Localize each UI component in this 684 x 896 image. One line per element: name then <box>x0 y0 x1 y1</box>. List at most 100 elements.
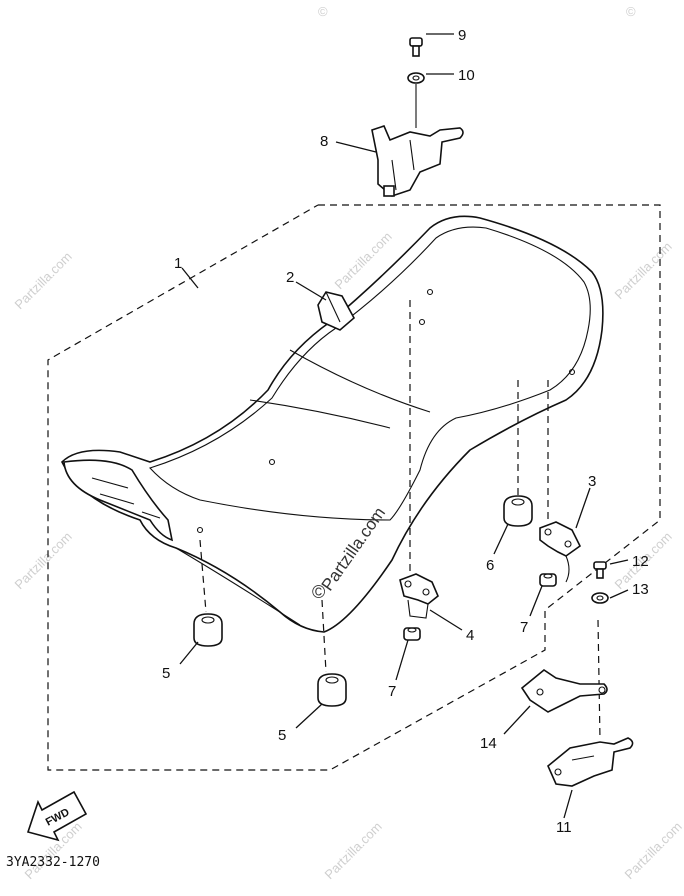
mount-axis <box>199 539 207 613</box>
bracket-plate <box>520 669 608 713</box>
leader-8 <box>335 141 377 153</box>
watermark-text: Partzilla.com <box>322 819 385 882</box>
mount-axis <box>321 599 327 673</box>
leader-14 <box>503 705 531 735</box>
damper-5-left <box>193 613 223 647</box>
callout-12: 12 <box>632 553 649 570</box>
seat-lock-detail <box>391 159 397 191</box>
hook-plate <box>539 521 582 557</box>
leader-lines <box>179 33 629 819</box>
leader-2 <box>295 281 327 301</box>
collar-body <box>539 573 557 587</box>
washer-hole <box>412 75 420 81</box>
watermark-symbol: © <box>318 4 328 19</box>
seat-lock-detail <box>409 139 415 171</box>
receiver-detail <box>571 755 595 761</box>
leader-7a <box>395 639 409 681</box>
collar-7-b <box>539 573 557 587</box>
bolt-shank <box>596 568 604 579</box>
seat-lock-tab <box>383 185 395 197</box>
callout-2: 2 <box>286 269 294 286</box>
grab-handle-slot <box>99 493 135 505</box>
callout-3: 3 <box>588 473 596 490</box>
collar-7-a <box>403 627 421 641</box>
diagram-code: 3YA2332-1270 <box>6 855 100 870</box>
hook-hole <box>564 540 572 548</box>
collar-body <box>403 627 421 641</box>
mount-hole <box>196 526 204 534</box>
leader-4 <box>429 609 463 631</box>
mount-hole <box>418 318 426 326</box>
bolt-12 <box>593 561 607 579</box>
damper-body <box>317 673 347 707</box>
hook-plate <box>399 573 439 605</box>
bolt-9 <box>409 37 423 57</box>
seat-lock-assembly <box>371 125 464 197</box>
leader-5a <box>179 641 199 665</box>
washer-hole <box>596 595 604 601</box>
callout-10: 10 <box>458 67 475 84</box>
hook-hole <box>404 580 412 588</box>
seat-label-fold <box>325 291 341 323</box>
mount-axis <box>597 619 601 741</box>
lock-receiver-11 <box>547 737 634 787</box>
receiver-hole <box>554 768 562 776</box>
grab-handle-slot <box>141 511 161 519</box>
damper-top <box>201 616 215 624</box>
seat-outer-shell <box>61 215 604 633</box>
bolt-head <box>593 561 607 570</box>
leader-1 <box>181 267 199 289</box>
callout-8: 8 <box>320 133 328 150</box>
leader-13 <box>609 589 629 599</box>
seat-top-piping <box>149 226 591 521</box>
bracket-hole <box>598 686 606 694</box>
callout-14: 14 <box>480 735 497 752</box>
damper-body <box>503 495 533 527</box>
hook-arm <box>565 555 570 583</box>
callout-1: 1 <box>174 255 182 272</box>
bolt-shank <box>412 45 420 57</box>
collar-top <box>543 573 553 579</box>
grab-handle <box>63 459 174 542</box>
fwd-arrow-icon <box>26 790 88 842</box>
hook-hole <box>544 528 552 536</box>
seat-hook-3 <box>539 521 582 583</box>
callout-7: 7 <box>388 683 396 700</box>
mount-hole <box>568 368 576 376</box>
leader-12 <box>609 559 629 565</box>
watermark-symbol: © <box>626 4 636 19</box>
damper-5-right <box>317 673 347 707</box>
damper-body <box>193 613 223 647</box>
callout-7: 7 <box>520 619 528 636</box>
assembly-outline <box>47 204 661 771</box>
hook-hole <box>422 588 430 596</box>
leader-11 <box>563 789 573 819</box>
callout-5: 5 <box>278 727 286 744</box>
leader-5b <box>295 703 323 729</box>
leader-7b <box>529 585 543 617</box>
collar-top <box>407 627 417 633</box>
washer-13 <box>591 592 609 604</box>
leader-3 <box>575 487 591 529</box>
callout-labels: 1 2 3 4 5 5 6 7 7 7 8 9 10 11 12 13 14 <box>162 27 649 836</box>
bracket-hole <box>536 688 544 696</box>
receiver-body <box>547 737 634 787</box>
watermark-center-symbol: © <box>312 582 325 602</box>
fwd-arrow: FWD <box>26 790 88 842</box>
bolt-head <box>409 37 423 47</box>
callout-11: 11 <box>556 819 572 836</box>
damper-6 <box>503 495 533 527</box>
leader-6 <box>493 523 509 555</box>
seat-contour-line <box>249 399 391 429</box>
hook-arm <box>407 599 429 619</box>
callout-4: 4 <box>466 627 474 644</box>
mount-hole <box>426 288 434 296</box>
grab-handle-slot <box>91 477 129 489</box>
watermark-text: Partzilla.com <box>622 819 684 882</box>
seat-assembly <box>61 215 604 633</box>
mount-hole <box>268 458 276 466</box>
watermark-text: Partzilla.com <box>12 529 75 592</box>
washer-10 <box>407 72 425 84</box>
seat-contour-line <box>289 349 431 413</box>
